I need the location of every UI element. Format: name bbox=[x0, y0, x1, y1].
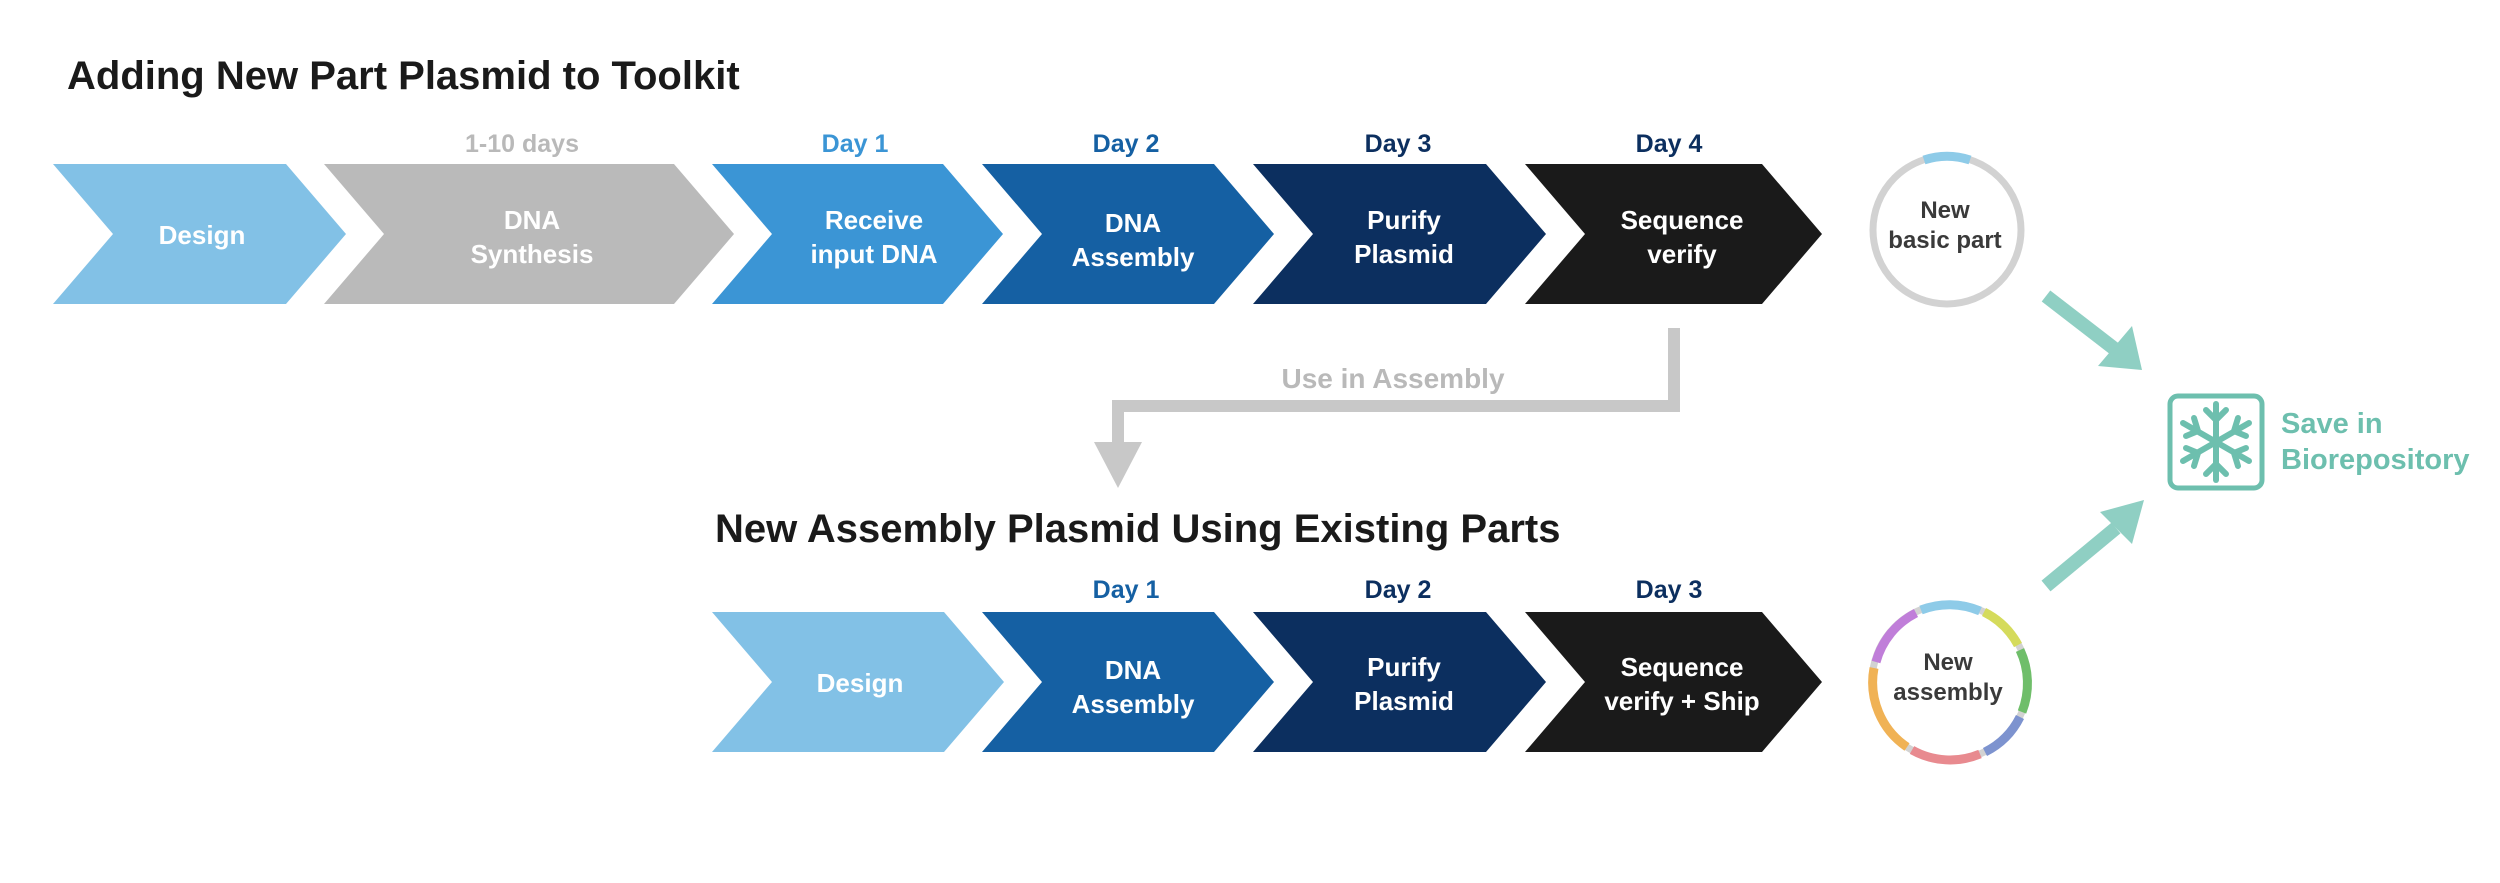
step-day-label: Day 2 bbox=[1365, 576, 1432, 604]
bottom-step-sequence-verify-ship: Day 3 Sequence verify + Ship bbox=[1525, 576, 1822, 752]
use-in-assembly-connector: Use in Assembly bbox=[1094, 328, 1680, 488]
plasmid-part-segment bbox=[1868, 667, 1910, 751]
step-day-label: 1-10 days bbox=[465, 130, 579, 158]
top-step-sequence-verify: Day 4 Sequence verify bbox=[1525, 130, 1822, 304]
plasmid-part-segment bbox=[1982, 714, 2025, 757]
step-day-label: Day 2 bbox=[1093, 130, 1160, 158]
top-step-dna-synthesis: 1-10 days DNA Synthesis bbox=[324, 130, 734, 304]
top-step-purify-plasmid: Day 3 Purify Plasmid bbox=[1253, 130, 1546, 304]
arrow-head-top-icon bbox=[2098, 326, 2142, 370]
new-assembly-plasmid: New assembly bbox=[1868, 600, 2032, 765]
arrow-head-bottom-icon bbox=[2100, 500, 2144, 544]
top-step-design: Design bbox=[53, 164, 346, 304]
step-label-line2: input DNA bbox=[810, 239, 937, 269]
top-workflow-title: Adding New Part Plasmid to Toolkit bbox=[67, 54, 740, 98]
plasmid-label-line1: New bbox=[1923, 649, 1973, 676]
step-day-label: Day 3 bbox=[1636, 576, 1703, 604]
step-label-line1: Purify bbox=[1367, 205, 1441, 235]
step-label-line1: DNA bbox=[504, 205, 561, 235]
connector-arrowhead-icon bbox=[1094, 442, 1142, 488]
biorepository-label-line2: Biorepository bbox=[2281, 444, 2470, 476]
arrow-shaft-top bbox=[2041, 290, 2121, 356]
new-basic-part-plasmid: New basic part bbox=[1869, 151, 2025, 308]
plasmid-label-line1: New bbox=[1920, 197, 1970, 224]
step-label-line2: verify bbox=[1647, 239, 1717, 269]
step-label-line2: Plasmid bbox=[1354, 686, 1454, 716]
bottom-workflow-title: New Assembly Plasmid Using Existing Part… bbox=[715, 507, 1560, 551]
top-step-dna-assembly: Day 2 DNA Assembly bbox=[982, 130, 1274, 304]
step-label-line2: Assembly bbox=[1072, 242, 1195, 272]
bottom-step-design: Design bbox=[712, 612, 1004, 752]
step-day-label: Day 1 bbox=[822, 130, 889, 158]
step-label-line1: Receive bbox=[825, 205, 923, 235]
step-label-line2: Assembly bbox=[1072, 689, 1195, 719]
plasmid-label-line2: basic part bbox=[1888, 227, 2001, 254]
connector-label: Use in Assembly bbox=[1281, 363, 1504, 394]
step-day-label: Day 3 bbox=[1365, 130, 1432, 158]
plasmid-part-segment bbox=[1922, 151, 1972, 165]
plasmid-part-segment bbox=[1919, 600, 1982, 616]
plasmid-part-segment bbox=[1909, 746, 1982, 765]
step-label-line1: DNA bbox=[1105, 208, 1162, 238]
step-day-label: Day 4 bbox=[1636, 130, 1703, 158]
step-label-line2: Synthesis bbox=[471, 239, 594, 269]
top-step-receive-input-dna: Day 1 Receive input DNA bbox=[712, 130, 1003, 304]
snowflake-icon bbox=[2180, 401, 2252, 483]
plasmid-part-segment bbox=[1871, 608, 1919, 664]
biorepository-label-line1: Save in bbox=[2281, 408, 2383, 440]
save-arrows bbox=[2041, 290, 2144, 592]
biorepository: Save in Biorepository bbox=[2167, 393, 2470, 491]
plasmid-part-segment bbox=[2015, 648, 2032, 714]
step-label: Design bbox=[817, 668, 904, 698]
bottom-step-purify-plasmid: Day 2 Purify Plasmid bbox=[1253, 576, 1546, 752]
step-label-line2: Plasmid bbox=[1354, 239, 1454, 269]
step-label-line1: Sequence bbox=[1621, 205, 1744, 235]
connector-line bbox=[1112, 328, 1680, 446]
plasmid-label-line2: assembly bbox=[1893, 679, 2003, 706]
step-label-line1: Purify bbox=[1367, 652, 1441, 682]
step-label: Design bbox=[159, 220, 246, 250]
arrow-shaft-bottom bbox=[2041, 522, 2121, 592]
plasmid-part-segment bbox=[1981, 607, 2022, 648]
step-label-line1: DNA bbox=[1105, 655, 1162, 685]
step-label-line2: verify + Ship bbox=[1604, 686, 1759, 716]
step-label-line1: Sequence bbox=[1621, 652, 1744, 682]
bottom-step-dna-assembly: Day 1 DNA Assembly bbox=[982, 576, 1274, 752]
step-day-label: Day 1 bbox=[1093, 576, 1160, 604]
